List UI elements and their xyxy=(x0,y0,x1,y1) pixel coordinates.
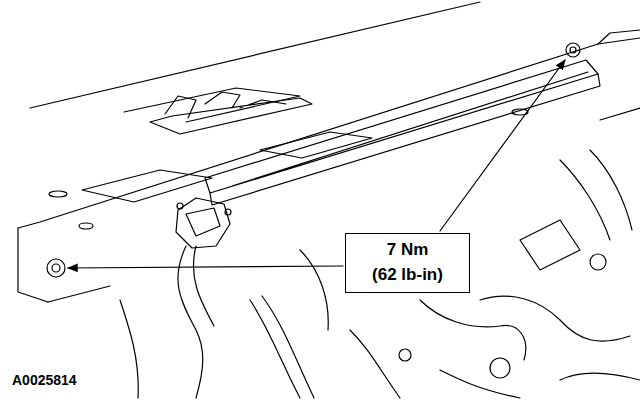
leader-arrow xyxy=(68,266,343,268)
engine-fitting xyxy=(590,254,606,270)
figure-number: A0025814 xyxy=(10,372,79,388)
panel-lower-edge xyxy=(48,108,640,302)
bolt xyxy=(52,264,60,272)
panel-slot xyxy=(79,223,93,229)
bar-flange xyxy=(210,74,600,205)
panel-top-edge xyxy=(18,38,640,228)
leader-arrow xyxy=(440,60,565,231)
engine-part xyxy=(480,296,630,341)
bolt xyxy=(566,43,580,57)
engine-part xyxy=(560,150,632,240)
engine-part xyxy=(520,220,580,270)
sensor-bolt xyxy=(225,209,231,215)
engine-part xyxy=(120,300,400,398)
sensor-bolt xyxy=(177,203,183,209)
sensor-wire xyxy=(178,246,214,398)
engine-fitting xyxy=(490,358,510,378)
engine-part xyxy=(440,370,640,398)
bolt xyxy=(47,259,65,277)
panel-slot xyxy=(49,191,67,197)
decal-plate xyxy=(124,88,300,122)
torque-value: (62 lb-in) xyxy=(372,263,443,288)
support-bar xyxy=(205,60,598,193)
decal-plate xyxy=(260,132,372,158)
hood-sensor xyxy=(176,198,230,248)
panel-lip xyxy=(18,30,640,302)
torque-callout-box: 7 Nm(62 lb-in) xyxy=(345,233,470,293)
engine-fitting xyxy=(399,349,411,361)
decal-plate xyxy=(82,170,212,202)
bolt xyxy=(570,47,576,53)
hood-edge xyxy=(30,2,480,108)
torque-value: 7 Nm xyxy=(387,238,429,263)
hose xyxy=(250,296,314,398)
